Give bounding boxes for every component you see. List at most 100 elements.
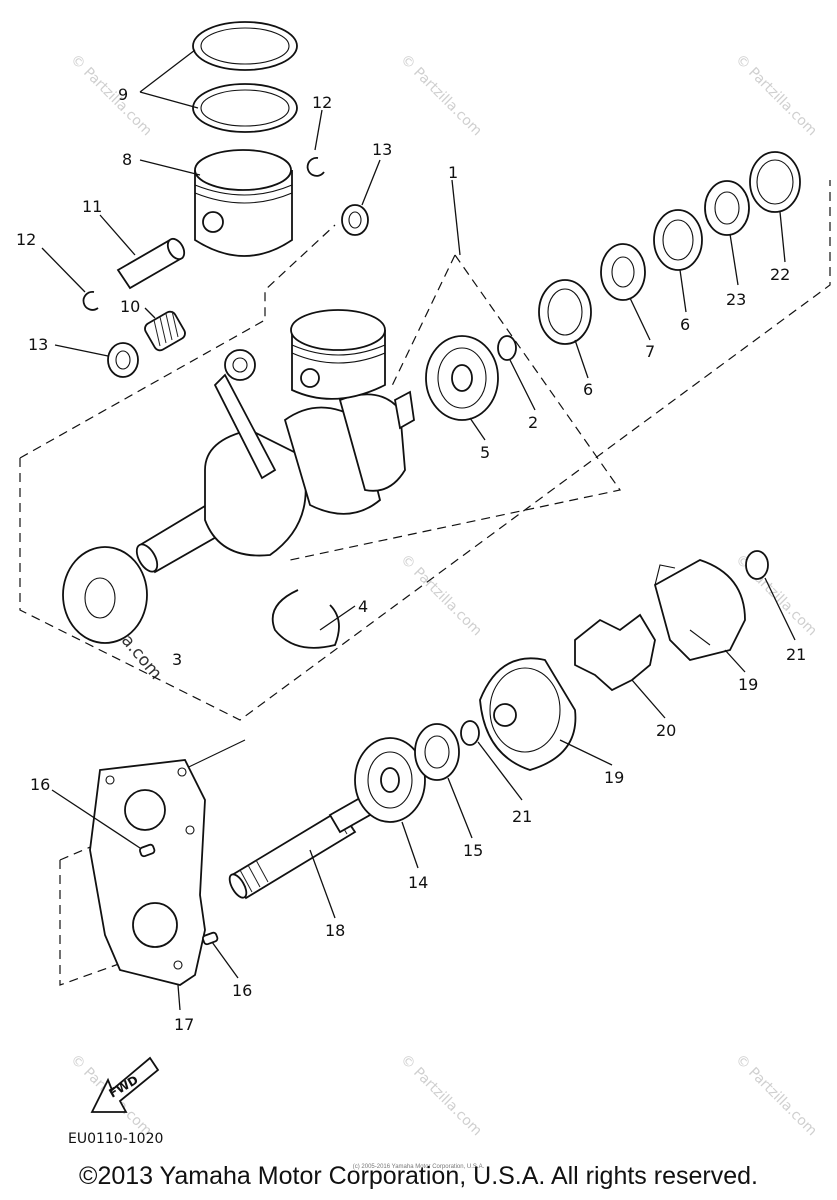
drive-shaft-end: [228, 873, 248, 899]
piston-rings: [192, 21, 298, 133]
leader-5: [469, 417, 486, 441]
piston-crown: [194, 149, 292, 191]
leader-22: [779, 211, 786, 263]
piston-ring-upper-inner: [200, 27, 290, 65]
pump-bearings: [354, 550, 769, 823]
leader-16a: [51, 789, 141, 849]
leader-19a: [559, 739, 613, 766]
washer-upper: [341, 204, 369, 236]
washer-lower-hole: [115, 350, 131, 370]
callout-21: 21: [786, 645, 806, 664]
crank-seal-body: [62, 546, 148, 644]
leader-21a: [477, 741, 523, 801]
connecting-rod: [213, 373, 277, 480]
coupling-housing-upper: [653, 559, 746, 661]
needle-bearing-rollers: [153, 310, 179, 347]
leader-18: [309, 849, 336, 919]
connecting-rod-small-end-hole: [232, 357, 248, 373]
washer-lower: [107, 342, 139, 378]
callout-23: 23: [726, 290, 746, 309]
small-parts: [82, 157, 369, 378]
callout-18: 18: [325, 921, 345, 940]
crank-assembly-outline: [289, 254, 622, 561]
callout-19: 19: [738, 675, 758, 694]
piston-pin-end: [166, 237, 186, 261]
watermark: © Partzilla.com: [732, 52, 820, 140]
piston-pin-boss: [202, 211, 224, 233]
rubber-damper: [574, 613, 656, 692]
coupling-housing-lower-face: [489, 667, 561, 753]
oil-seal-lower-inner: [547, 288, 583, 336]
callout-3: 3: [172, 650, 182, 669]
installed-piston-crown: [290, 309, 386, 351]
leader-2: [509, 359, 536, 411]
coupling-housing-lower-hub: [493, 703, 517, 727]
coupling-housing-upper-body: [653, 559, 746, 661]
callout-9: 9: [118, 85, 128, 104]
bearing-14-hole: [380, 767, 400, 793]
collar-15-inner: [424, 735, 450, 769]
ball-bearing-7-inner: [611, 256, 635, 288]
leader-12b: [41, 247, 86, 293]
callout-6: 6: [680, 315, 690, 334]
callout-1: 1: [448, 163, 458, 182]
crank-seal: [62, 546, 148, 644]
copyright-notice: ©2013 Yamaha Motor Corporation, U.S.A. A…: [79, 1162, 758, 1190]
callout-6: 6: [583, 380, 593, 399]
leader-12a: [314, 109, 323, 151]
gasket-bore-lower: [132, 902, 178, 948]
collar-15: [414, 723, 460, 781]
callout-17: 17: [174, 1015, 194, 1034]
leader-lines: [41, 49, 796, 1011]
callout-10: 10: [120, 297, 140, 316]
callout-13: 13: [372, 140, 392, 159]
o-ring: [497, 335, 517, 361]
callout-13: 13: [28, 335, 48, 354]
callout-12: 12: [16, 230, 36, 249]
callout-16: 16: [30, 775, 50, 794]
drive-shaft-spline: [239, 807, 355, 893]
washer-upper-hole: [348, 211, 362, 229]
callout-20: 20: [656, 721, 676, 740]
leader-16b: [211, 941, 239, 979]
needle-bearing: [144, 310, 186, 352]
leader-9: [139, 49, 199, 109]
leader-13b: [54, 344, 109, 357]
leader-20: [631, 679, 666, 719]
leader-19b: [724, 649, 746, 673]
crank-bearing: [425, 335, 499, 421]
watermark: © Partzilla.com: [397, 52, 485, 140]
piston-pin: [116, 237, 186, 290]
gasket-bolt-hole: [177, 767, 187, 777]
callout-16: 16: [232, 981, 252, 1000]
gasket-bolt-hole: [105, 775, 115, 785]
piston-ring-grooves: [194, 184, 293, 204]
callout-15: 15: [463, 841, 483, 860]
callout-14: 14: [408, 873, 428, 892]
callout-2: 2: [528, 413, 538, 432]
oil-seal-lower: [538, 279, 592, 345]
oil-seal-upper-inner: [662, 219, 694, 261]
coupling-housing-lower: [479, 657, 577, 771]
leader-8: [139, 159, 201, 176]
seal-stack: [538, 151, 801, 345]
tiny-copyright-notice: (c) 2005-2016 Yamaha Motor Corporation, …: [352, 1164, 485, 1170]
crank-seal-hole: [84, 577, 116, 619]
oil-seal-upper: [653, 209, 703, 271]
piston-ring-upper: [192, 21, 298, 71]
gasket-bolt-hole: [173, 960, 183, 970]
leader-1: [451, 179, 461, 256]
crankshaft-taper-end: [135, 543, 159, 573]
washer-21-lower: [460, 720, 480, 746]
crankshaft-output-end: [393, 390, 415, 430]
leader-13a: [361, 159, 381, 206]
callout-7: 7: [645, 342, 655, 361]
watermark: © Partzilla.com: [732, 1052, 820, 1140]
ball-bearing-7: [600, 243, 646, 301]
piston-ring-lower-inner: [200, 89, 290, 127]
installed-piston-pin-boss: [300, 368, 320, 388]
leader-14: [401, 821, 419, 869]
leader-6a: [574, 339, 589, 379]
piston: [194, 149, 293, 257]
